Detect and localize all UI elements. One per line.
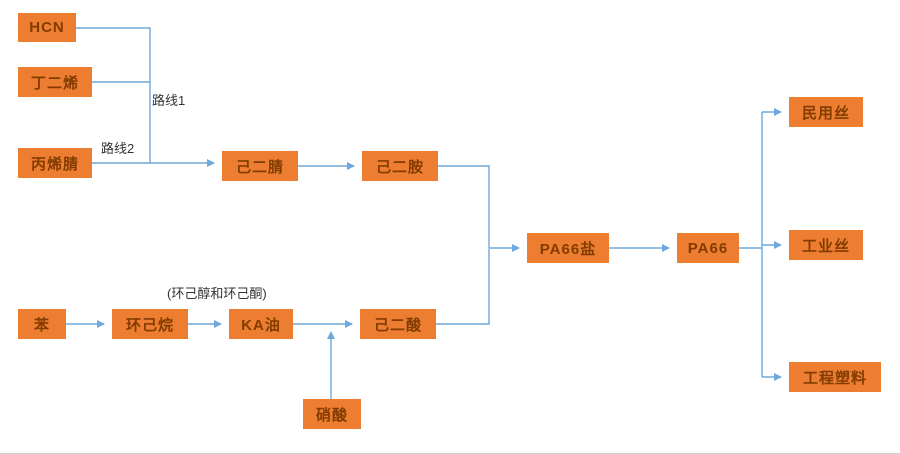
node-benzene: 苯 [18, 309, 66, 339]
line-hexamethylenediamine-to-pa66salt [438, 165, 520, 252]
label-route-1: 路线1 [152, 93, 186, 108]
line-adipicacid-to-junction [436, 249, 490, 325]
node-pa66-salt: PA66盐 [527, 233, 609, 263]
label-ka-oil-note: (环己醇和环己酮) [167, 286, 267, 301]
label-route-2: 路线2 [101, 141, 135, 156]
node-hcn: HCN [18, 13, 76, 42]
node-nitric-acid: 硝酸 [303, 399, 361, 429]
line-hcn-to-junction [76, 27, 151, 163]
node-pa66: PA66 [677, 233, 739, 263]
node-adiponitrile: 己二腈 [222, 151, 298, 181]
node-cyclohexane: 环己烷 [112, 309, 188, 339]
line-pa66-trunk [739, 112, 763, 377]
node-acrylonitrile: 丙烯腈 [18, 148, 92, 178]
node-hexamethylenediamine: 己二胺 [362, 151, 438, 181]
node-engineering-plastics: 工程塑料 [789, 362, 881, 392]
node-civil-yarn: 民用丝 [789, 97, 863, 127]
node-ka-oil: KA油 [229, 309, 293, 339]
node-industrial-yarn: 工业丝 [789, 230, 863, 260]
node-butadiene: 丁二烯 [18, 67, 92, 97]
node-adipic-acid: 己二酸 [360, 309, 436, 339]
